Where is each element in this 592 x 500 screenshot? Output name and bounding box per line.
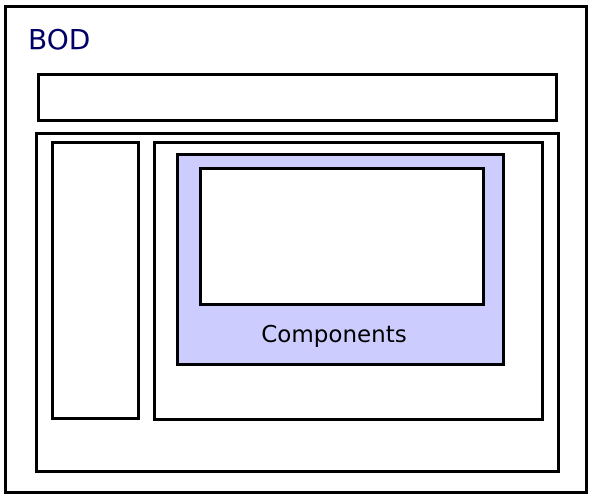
sidebar-region xyxy=(51,141,140,420)
diagram-title: BOD xyxy=(28,23,91,56)
components-label: Components xyxy=(261,322,407,348)
inner-component-box xyxy=(199,167,485,306)
header-region xyxy=(37,73,558,122)
